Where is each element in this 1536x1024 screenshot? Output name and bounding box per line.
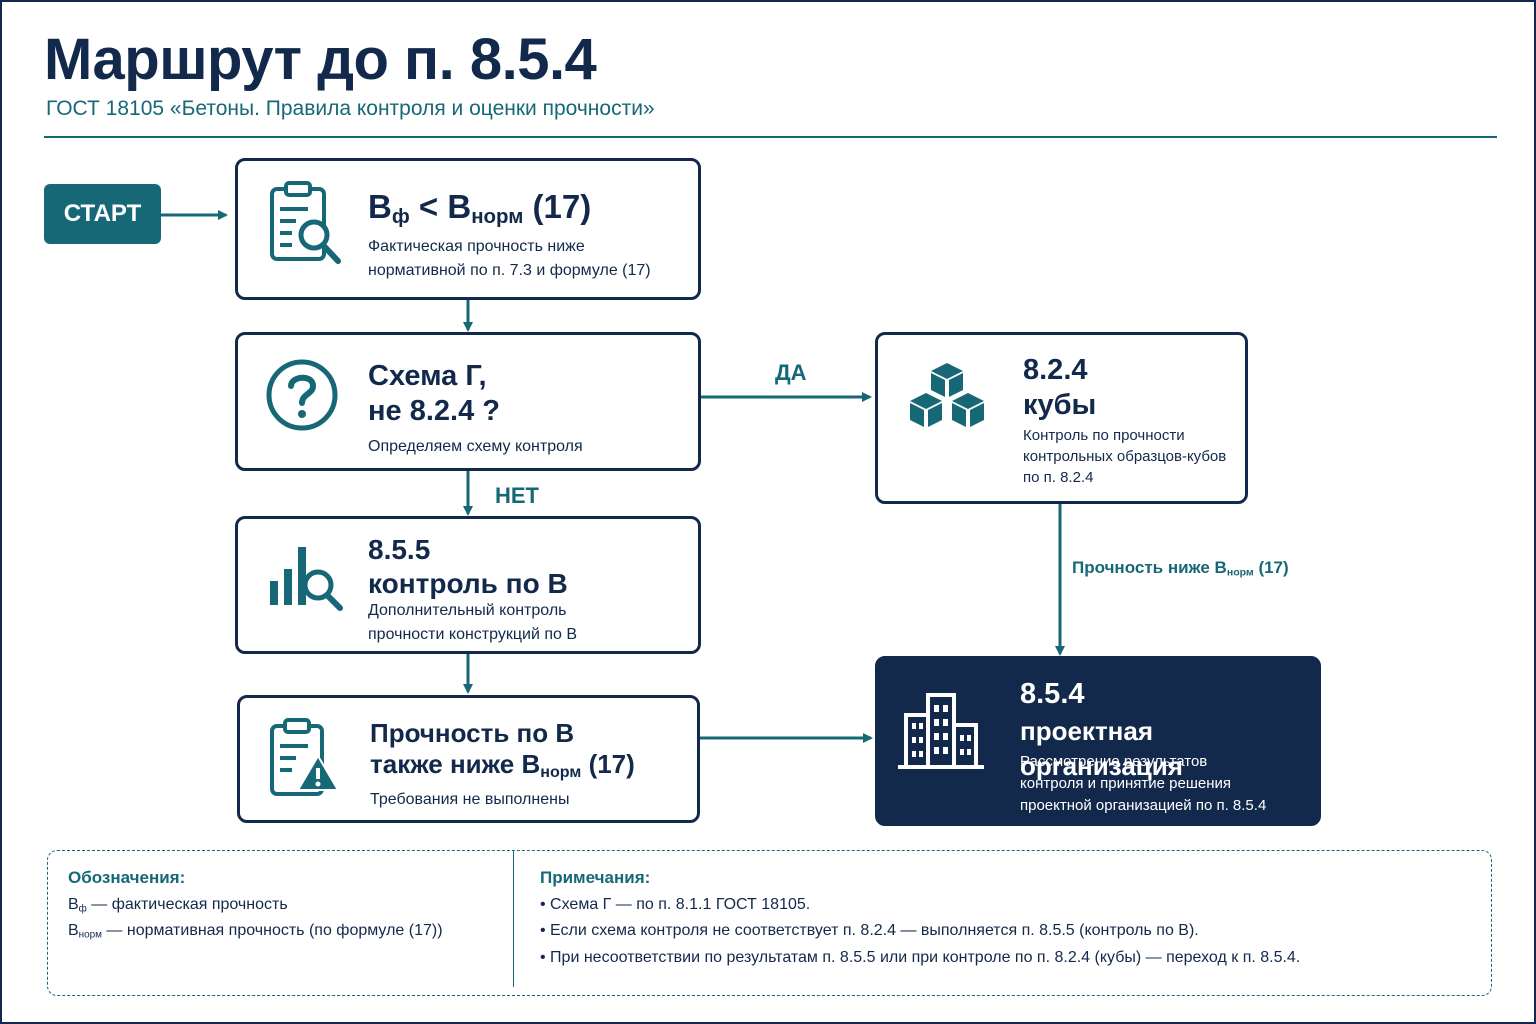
condition-description: Фактическая прочность ниже нормативной п… <box>368 238 651 279</box>
edge-label-yes: ДА <box>775 360 807 385</box>
legend-note-item: • Если схема контроля не соответствует п… <box>540 922 1199 939</box>
legend-notes-heading: Примечания: <box>540 868 651 887</box>
clipboard-search-icon <box>270 181 341 264</box>
clipboard-warning-icon <box>270 718 340 796</box>
legend-note-item: • При несоответствии по результатам п. 8… <box>540 949 1301 966</box>
edge-label-no: НЕТ <box>495 483 539 508</box>
node-design-org: 8.5.4 проектная организация Рассмотрение… <box>875 656 1321 826</box>
page-title: Маршрут до п. 8.5.4 <box>44 27 597 92</box>
node-control-b: 8.5.5 контроль по B Дополнительный контр… <box>235 516 701 654</box>
condition-title: Bф < Bнорм (17) <box>368 188 592 229</box>
node-cubes: 8.2.4 кубы Контроль по прочности контрол… <box>875 332 1248 504</box>
legend-divider <box>513 851 514 987</box>
cubes-title: 8.2.4 кубы <box>1023 354 1097 421</box>
legend-note-item: • Схема Г — по п. 8.1.1 ГОСТ 18105. <box>540 896 811 913</box>
legend-symbol-normative: Bнорм — нормативная прочность (по формул… <box>68 922 443 941</box>
design-org-description: Рассмотрение результатов контроля и прин… <box>1020 753 1267 814</box>
legend-symbol-actual: Bф — фактическая прочность <box>68 896 288 915</box>
scheme-title: Схема Г, не 8.2.4 ? <box>368 360 500 427</box>
control-b-description: Дополнительный контроль прочности констр… <box>368 602 578 643</box>
page-subtitle: ГОСТ 18105 «Бетоны. Правила контроля и о… <box>46 97 655 120</box>
scheme-description: Определяем схему контроля <box>368 438 583 455</box>
header-divider <box>44 136 1497 138</box>
node-scheme: Схема Г, не 8.2.4 ? Определяем схему кон… <box>235 332 701 471</box>
legend-symbols-heading: Обозначения: <box>68 868 186 887</box>
control-b-title: 8.5.5 контроль по B <box>368 534 568 599</box>
question-icon <box>266 359 338 431</box>
cubes-description: Контроль по прочности контрольных образц… <box>1023 427 1227 486</box>
chart-search-icon <box>270 547 343 611</box>
legend-panel: Обозначения: Bф — фактическая прочность … <box>47 850 1492 996</box>
node-condition: Bф < Bнорм (17) Фактическая прочность ни… <box>235 158 701 300</box>
design-org-title: 8.5.4 проектная организация <box>1020 678 1183 782</box>
edge-label-cubes-to-org: Прочность ниже Bнорм (17) <box>1072 558 1289 579</box>
strength-b-description: Требования не выполнены <box>370 791 570 808</box>
strength-b-title: Прочность по B также ниже Bнорм (17) <box>370 718 635 782</box>
start-node: СТАРТ <box>44 184 161 244</box>
cubes-icon <box>910 363 984 427</box>
building-icon <box>898 693 984 769</box>
node-strength-b: Прочность по B также ниже Bнорм (17) Тре… <box>237 695 700 823</box>
